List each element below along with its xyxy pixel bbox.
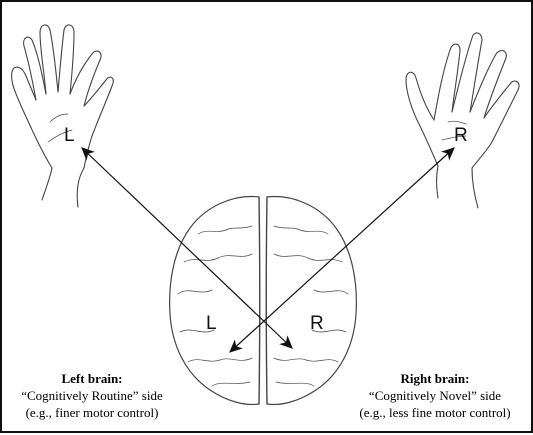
right-brain-caption-line1: “Cognitively Novel” side bbox=[368, 388, 502, 403]
brain-sketch bbox=[169, 195, 357, 406]
arrow-to-left-hand bbox=[81, 147, 293, 349]
left-brain-caption: Left brain: “Cognitively Routine” side (… bbox=[8, 370, 176, 421]
arrow-to-right-hand bbox=[229, 147, 455, 353]
left-hand-sketch bbox=[11, 24, 114, 208]
left-brain-caption-line1: “Cognitively Routine” side bbox=[21, 388, 163, 403]
left-brain-caption-title: Left brain: bbox=[61, 371, 123, 386]
brain-left-label: L bbox=[206, 313, 217, 334]
right-brain-caption-line2: (e.g., less fine motor control) bbox=[359, 405, 511, 420]
right-hand-label: R bbox=[454, 125, 468, 146]
brain-right-label: R bbox=[310, 313, 324, 334]
left-hand-label: L bbox=[64, 125, 75, 146]
right-hand-sketch bbox=[405, 32, 520, 209]
left-brain-caption-line2: (e.g., finer motor control) bbox=[25, 405, 159, 420]
right-brain-caption: Right brain: “Cognitively Novel” side (e… bbox=[342, 370, 528, 421]
right-brain-caption-title: Right brain: bbox=[400, 371, 470, 386]
